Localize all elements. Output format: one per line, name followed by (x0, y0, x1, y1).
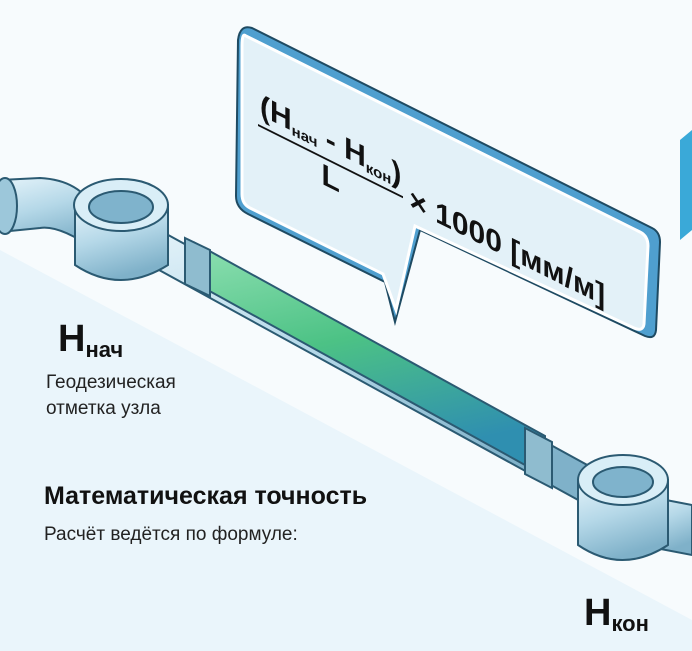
paren-close: ) (391, 154, 402, 193)
left-elbow-pipe (0, 176, 96, 252)
start-node-description: Геодезическая отметка узла (46, 370, 176, 422)
floor-shadow (0, 250, 692, 651)
side-panel-edge (680, 130, 692, 240)
paren-open: ( (260, 88, 270, 127)
start-node-sub: нач (85, 337, 124, 362)
left-coupling (184, 236, 211, 298)
end-node-symbol: H (584, 592, 612, 634)
end-node-label: Hкон (584, 592, 649, 637)
section-title: Математическая точность (44, 482, 368, 510)
start-node-symbol: H (58, 318, 86, 360)
description-line-1: Геодезическая (46, 372, 176, 393)
formula-callout (234, 26, 662, 339)
right-coupling (524, 426, 553, 490)
section-text: Расчёт ведётся по формуле: (44, 524, 298, 545)
end-node-sub: кон (611, 611, 649, 636)
end-node-fitting (577, 454, 669, 561)
start-node-label: Hнач (58, 318, 123, 363)
description-line-2: отметка узла (46, 398, 161, 419)
start-node-fitting (73, 178, 169, 281)
